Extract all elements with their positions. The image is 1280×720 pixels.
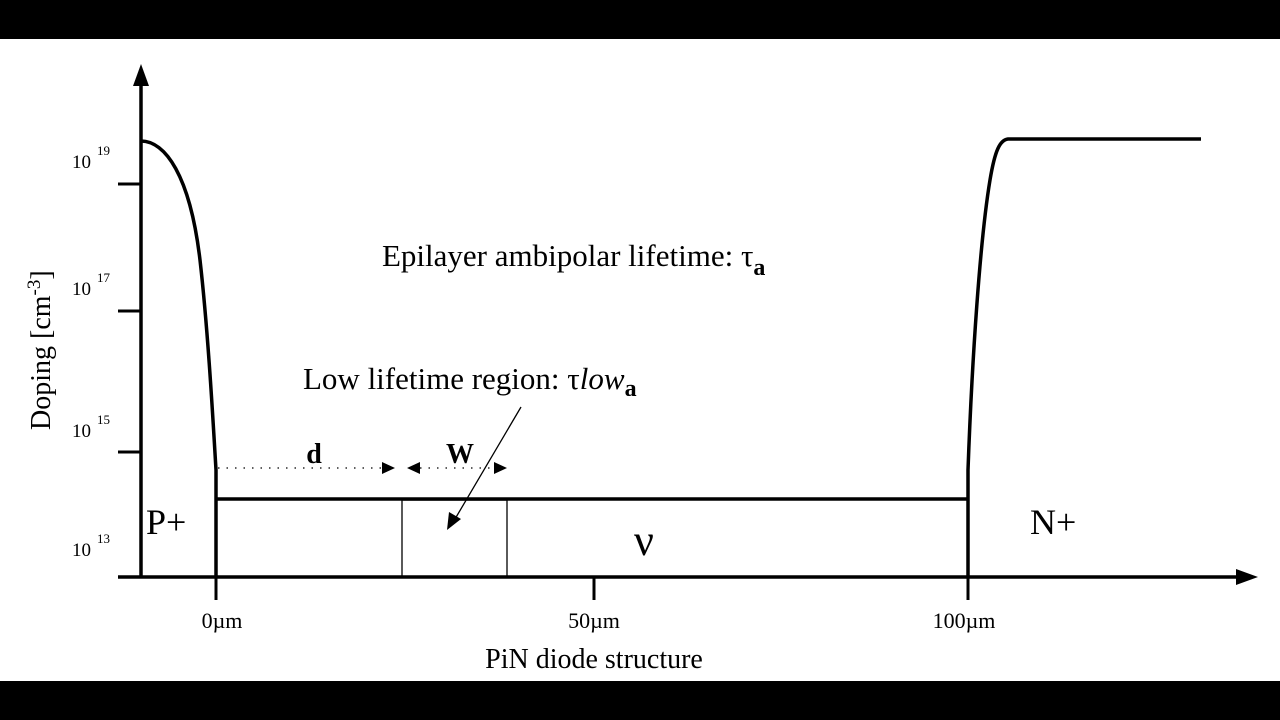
d-label: d (306, 439, 322, 470)
svg-text:1017: 1017 (72, 270, 111, 300)
nu-region-label: ν (634, 516, 654, 565)
figure-canvas: 1019 1017 1015 1013 Doping [cm-3] 0µm 50… (0, 39, 1280, 681)
svg-text:50µm: 50µm (568, 608, 620, 633)
svg-text:0µm: 0µm (202, 608, 243, 633)
x-axis-label: PiN diode structure (485, 644, 703, 675)
y-axis-label: Doping [cm-3] (24, 270, 57, 430)
w-right-arrow-icon (494, 462, 507, 474)
x-axis (118, 569, 1258, 600)
n-plus-region-label: N+ (1030, 502, 1076, 542)
dimension-indicators: d W (218, 439, 507, 474)
svg-text:1019: 1019 (72, 143, 110, 173)
y-tick-labels: 1019 1017 1015 1013 (72, 143, 111, 561)
svg-text:1015: 1015 (72, 412, 110, 442)
low-lifetime-region-box (401, 499, 508, 578)
d-arrow-icon (382, 462, 395, 474)
y-axis-arrow-icon (133, 64, 149, 86)
x-tick-labels: 0µm 50µm 100µm (202, 608, 996, 633)
svg-text:100µm: 100µm (933, 608, 996, 633)
n-plus-profile-curve (966, 137, 1201, 577)
epilayer-lifetime-annotation: Epilayer ambipolar lifetime: τa (382, 238, 765, 281)
p-plus-profile-curve (140, 139, 218, 577)
w-left-arrow-icon (407, 462, 420, 474)
svg-text:1013: 1013 (72, 531, 110, 561)
w-label: W (446, 439, 474, 470)
x-axis-arrow-icon (1236, 569, 1258, 585)
low-lifetime-annotation: Low lifetime region: τlowa (303, 361, 637, 402)
p-plus-region-label: P+ (146, 502, 186, 542)
doping-profile (140, 137, 1201, 577)
doping-profile-diagram: 1019 1017 1015 1013 Doping [cm-3] 0µm 50… (24, 64, 1258, 675)
y-axis (118, 64, 149, 578)
low-lifetime-pointer (447, 406, 522, 530)
pointer-arrow-icon (447, 512, 461, 530)
